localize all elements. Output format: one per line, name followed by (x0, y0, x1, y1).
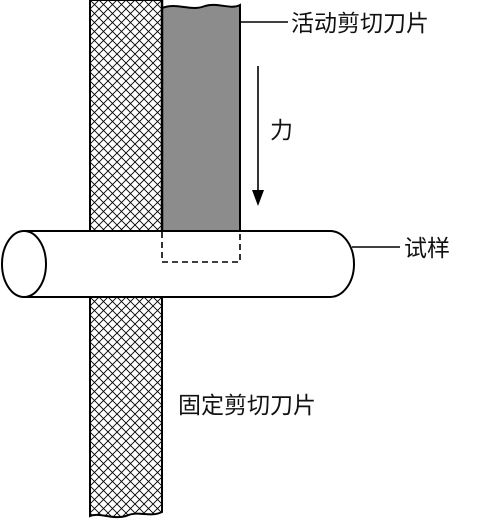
force-label: 力 (270, 118, 293, 144)
moving-blade (161, 3, 241, 233)
specimen-end-face (1, 230, 47, 298)
fixed-blade-lower (89, 295, 163, 519)
fixed-blade-upper (89, 0, 163, 233)
hidden-blade-outline (161, 232, 241, 263)
moving-blade-label: 活动剪切刀片 (291, 11, 429, 37)
specimen-label: 试样 (404, 236, 450, 262)
fixed-blade-label: 固定剪切刀片 (178, 393, 316, 419)
specimen-rod (1, 230, 355, 298)
down-arrow-icon (252, 66, 264, 206)
